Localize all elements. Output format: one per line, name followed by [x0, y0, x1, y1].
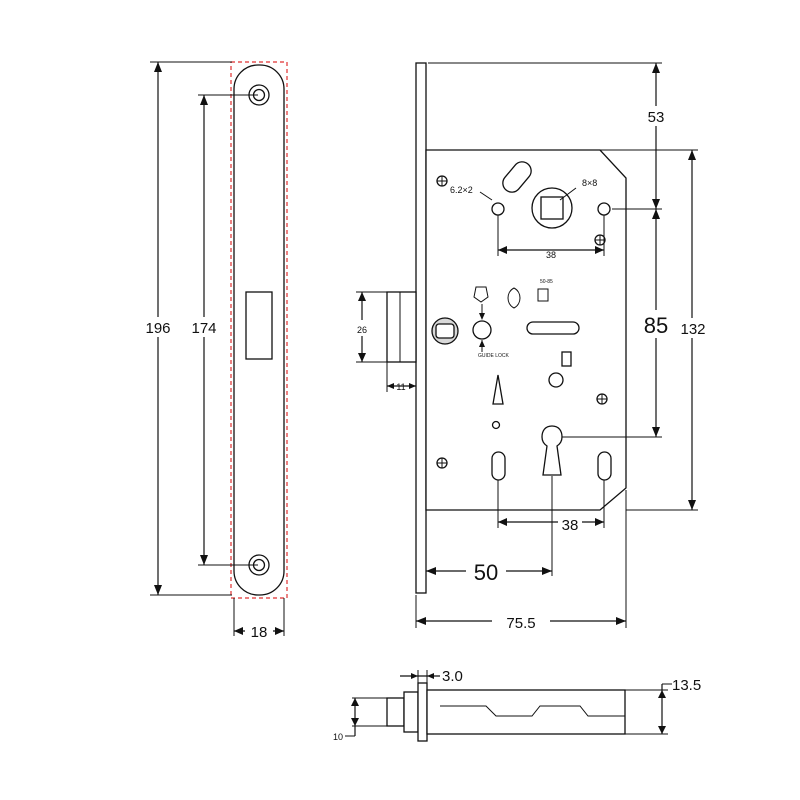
case-screws	[436, 175, 608, 469]
lock-top-view: 3.0 13.5 10	[333, 668, 701, 742]
spindle-hub	[531, 187, 573, 229]
dim-bottom-38-label: 38	[562, 517, 579, 534]
shield-icon	[473, 286, 489, 303]
top-view-groove	[440, 705, 625, 717]
small-pin	[548, 372, 564, 388]
lock-body-view: 8×8 6.2×2 38 50-85 GUIDE LOCK	[350, 62, 712, 632]
dim-top-38-label: 38	[546, 250, 556, 260]
horizontal-slot	[526, 321, 580, 335]
hole-size-label: 6.2×2	[450, 185, 473, 195]
latch-neck	[403, 691, 419, 733]
dim-132-label: 132	[680, 321, 705, 338]
dim-53-label: 53	[648, 109, 665, 126]
dim-174-label: 174	[191, 320, 216, 337]
faceplate-guide-outline	[230, 61, 288, 599]
dim-50-label: 50	[474, 560, 498, 585]
dim-13-5-label: 13.5	[672, 677, 701, 694]
small-window	[561, 351, 572, 367]
dim-10-label: 10	[333, 732, 343, 742]
spindle-square	[540, 196, 564, 220]
keyhole-icon	[541, 425, 563, 476]
dim-11-label: 11	[396, 382, 405, 392]
lock-note-marking: GUIDE LOCK	[478, 353, 510, 359]
spindle-size-label: 8×8	[582, 178, 597, 188]
top-slot	[502, 161, 532, 193]
key-symbol-icon	[537, 288, 549, 302]
latch-bolt	[386, 291, 417, 363]
model-marking: 50-85	[540, 279, 553, 285]
dim-75-5-label: 75.5	[506, 615, 535, 632]
teardrop-slot	[492, 374, 504, 405]
dim-3-label: 3.0	[442, 668, 463, 685]
top-view-case	[426, 689, 626, 735]
top-view-faceplate	[417, 682, 428, 742]
handle-direction-icon	[507, 287, 521, 309]
faceplate	[233, 64, 285, 596]
faceplate-view: 196 174 18	[142, 61, 288, 641]
body-faceplate-edge	[415, 62, 427, 594]
latch-opening	[245, 291, 273, 360]
tiny-hole	[491, 420, 501, 430]
latch-top	[386, 697, 405, 727]
dim-26-label: 26	[357, 325, 367, 335]
follower-hole	[472, 320, 492, 340]
dim-85-label: 85	[644, 313, 668, 338]
dim-196-label: 196	[145, 320, 170, 337]
dim-18-label: 18	[251, 624, 268, 641]
